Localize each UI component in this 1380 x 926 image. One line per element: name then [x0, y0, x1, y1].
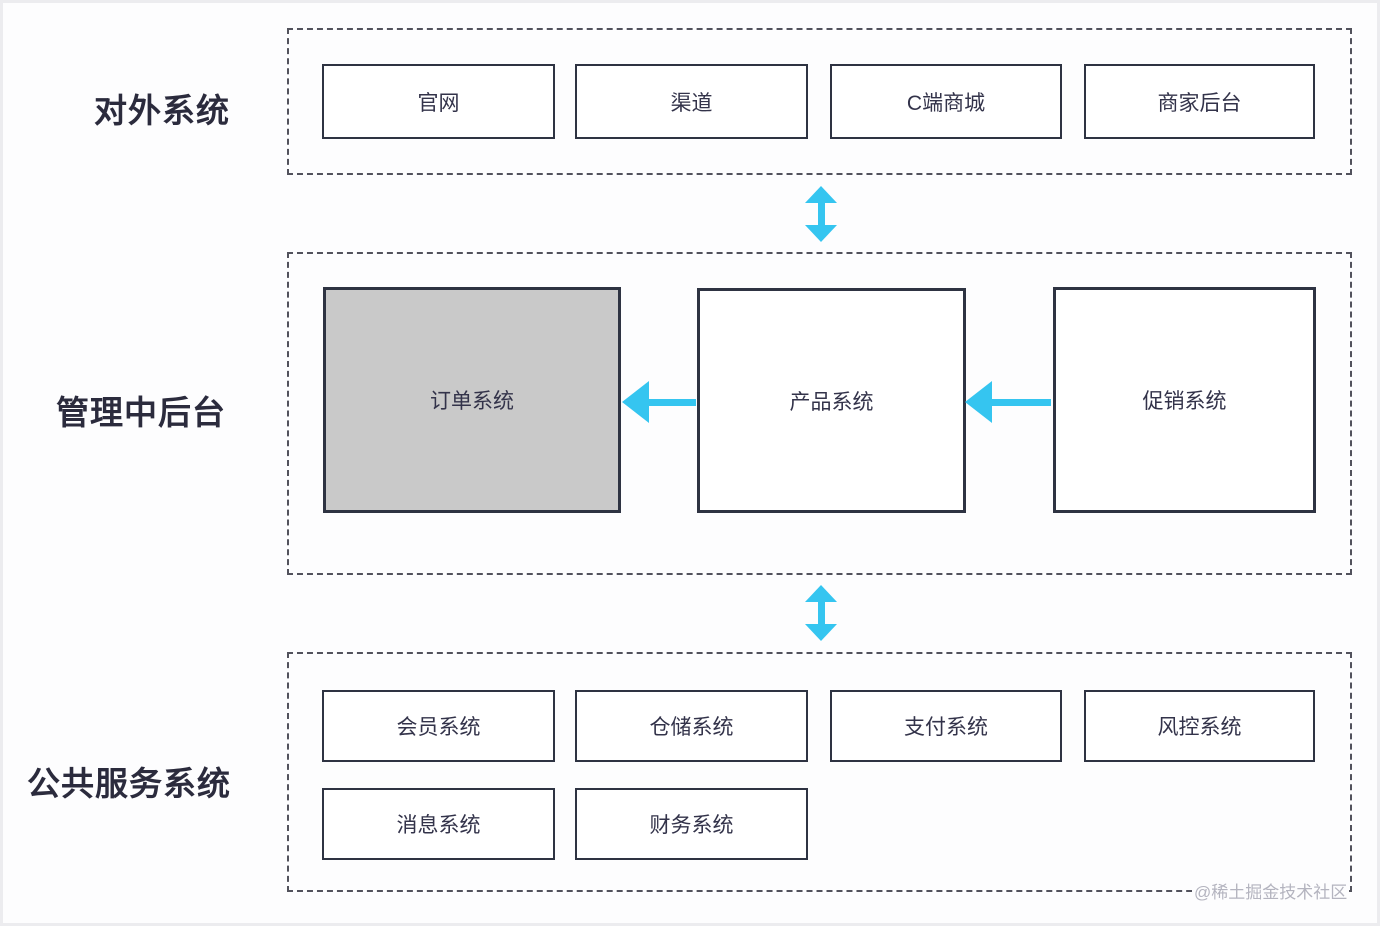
arrow-left-head — [622, 381, 649, 423]
section-label-public-services: 公共服务系统 — [27, 765, 231, 802]
arrow-down-head — [805, 225, 837, 242]
node-risk-control-system: 风控系统 — [1084, 690, 1315, 762]
node-merchant-backend-label: 商家后台 — [1157, 91, 1242, 115]
node-warehouse-system-label: 仓储系统 — [649, 716, 734, 739]
management-group — [287, 252, 1352, 575]
node-official-website: 官网 — [322, 64, 555, 139]
arrow-product-to-order-icon — [622, 381, 696, 423]
node-order-system-label: 订单系统 — [430, 390, 514, 413]
node-order-system: 订单系统 — [323, 287, 621, 513]
arrow-up-head — [805, 186, 837, 203]
node-promotion-system-label: 促销系统 — [1142, 390, 1227, 413]
section-label-external-systems: 对外系统 — [94, 92, 230, 129]
node-promotion-system: 促销系统 — [1053, 287, 1316, 513]
arrow-left-head — [965, 381, 992, 423]
node-product-system: 产品系统 — [697, 288, 966, 513]
node-finance-system-label: 财务系统 — [649, 814, 734, 837]
bidirectional-arrow-icon — [805, 186, 837, 242]
section-label-management: 管理中后台 — [56, 394, 226, 431]
node-member-system: 会员系统 — [322, 690, 555, 762]
node-message-system-label: 消息系统 — [396, 814, 481, 837]
node-channel-label: 渠道 — [670, 91, 713, 115]
node-payment-system: 支付系统 — [830, 690, 1062, 762]
watermark: @稀土掘金技术社区 — [1192, 878, 1350, 903]
arrow-shaft — [817, 602, 825, 624]
arrow-shaft — [992, 398, 1051, 406]
arrow-down-head — [805, 624, 837, 641]
node-risk-control-system-label: 风控系统 — [1157, 716, 1242, 739]
node-merchant-backend: 商家后台 — [1084, 64, 1315, 139]
node-finance-system: 财务系统 — [575, 788, 808, 860]
arrow-up-head — [805, 585, 837, 602]
node-c-end-mall: C端商城 — [830, 64, 1062, 139]
node-payment-system-label: 支付系统 — [904, 716, 988, 739]
node-channel: 渠道 — [575, 64, 808, 139]
node-member-system-label: 会员系统 — [396, 716, 481, 739]
node-message-system: 消息系统 — [322, 788, 555, 860]
node-c-end-mall-label: C端商城 — [906, 91, 986, 115]
arrow-shaft — [649, 398, 696, 406]
public-services-group — [287, 652, 1352, 892]
arrow-shaft — [817, 203, 825, 225]
external-systems-group — [287, 28, 1352, 175]
node-official-website-label: 官网 — [417, 91, 460, 115]
arrow-promotion-to-product-icon — [965, 381, 1051, 423]
bidirectional-arrow-icon — [805, 585, 837, 641]
node-product-system-label: 产品系统 — [789, 390, 874, 414]
node-warehouse-system: 仓储系统 — [575, 690, 808, 762]
